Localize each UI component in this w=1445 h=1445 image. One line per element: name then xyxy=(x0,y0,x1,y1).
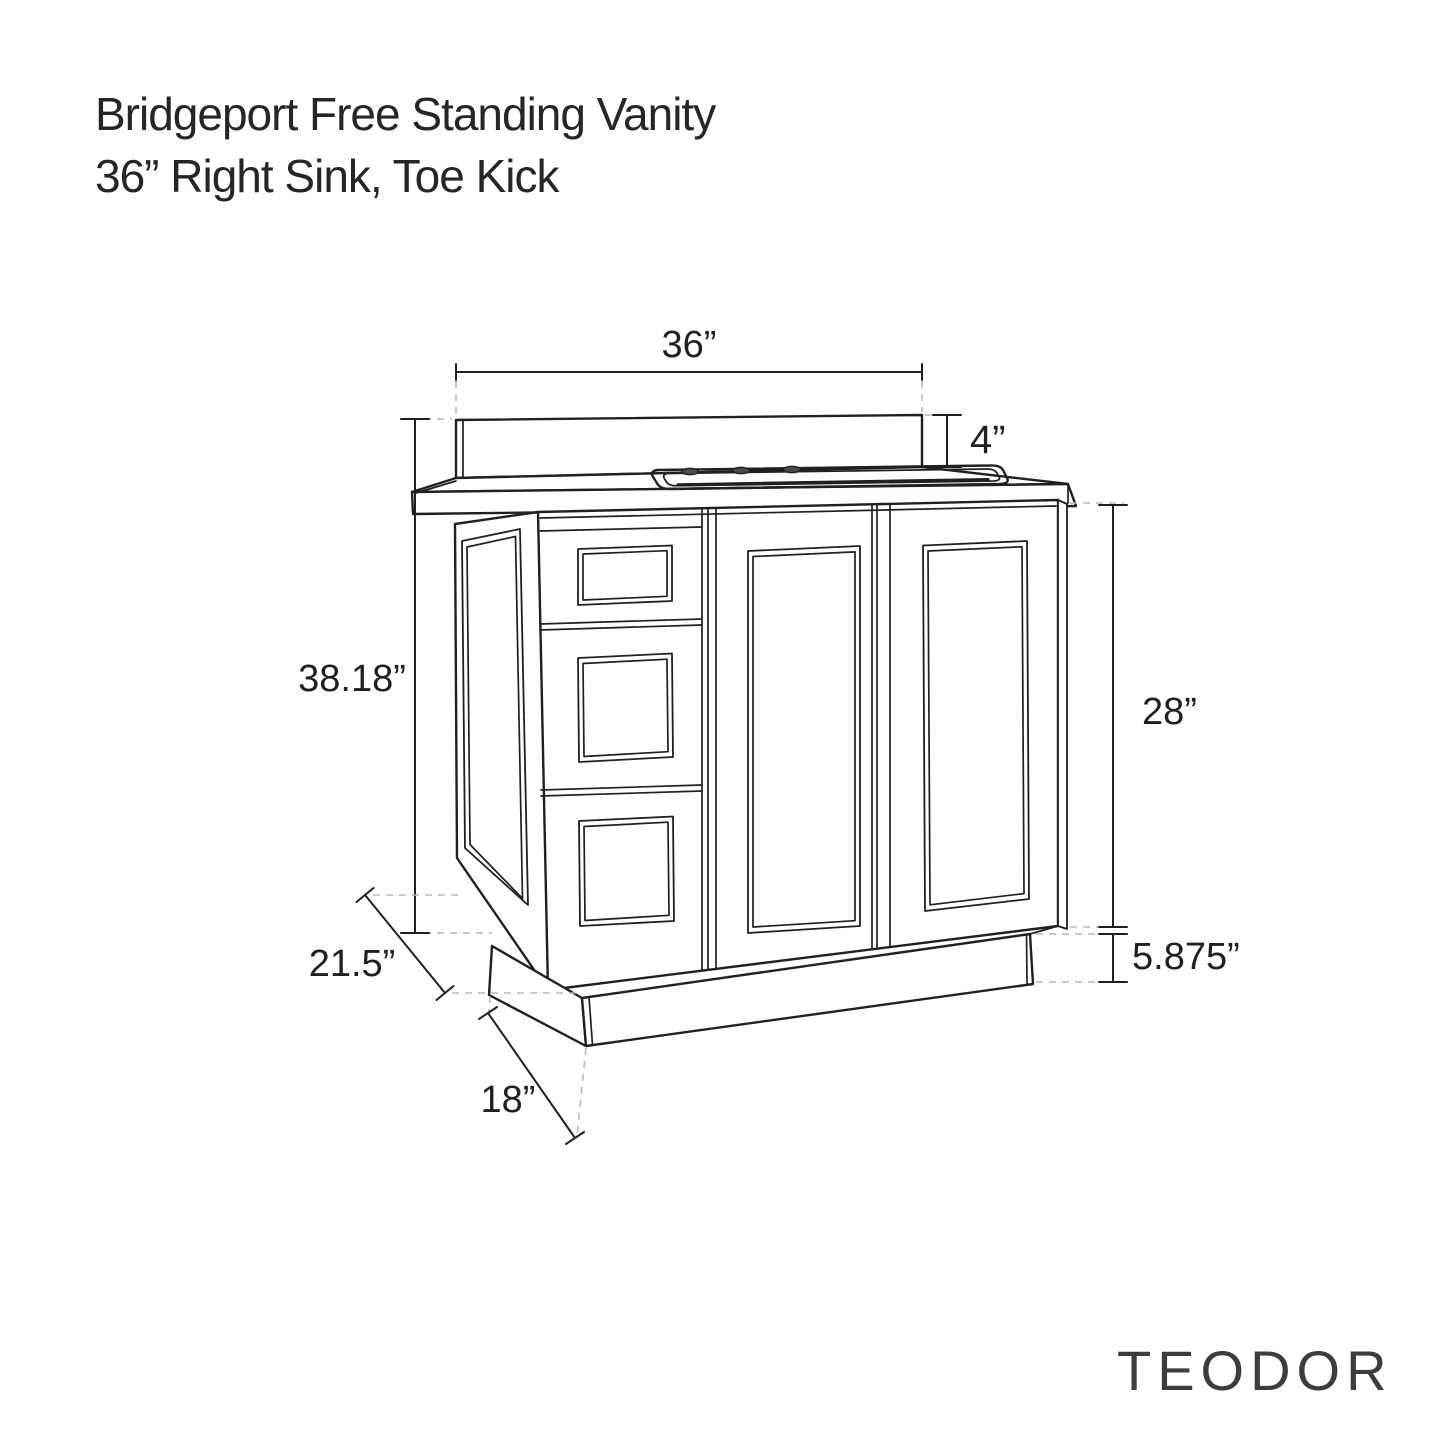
door-left-panel-bevel xyxy=(752,551,856,928)
drawer-divider2-b xyxy=(540,790,703,797)
page-title-line1: Bridgeport Free Standing Vanity xyxy=(95,88,716,140)
toe-kick xyxy=(487,925,1059,1048)
title-block: Bridgeport Free Standing Vanity 36” Righ… xyxy=(95,88,717,202)
door-left-panel xyxy=(747,545,861,934)
faucet-hole-center xyxy=(731,466,751,475)
page-title-line2: 36” Right Sink, Toe Kick xyxy=(95,150,560,202)
cabinet-height-dim-label: 28” xyxy=(1142,691,1197,733)
toe-kick-depth-tick-front xyxy=(565,1131,585,1145)
drawer3-panel-bevel xyxy=(583,821,670,922)
toe-kick-depth-tick-back xyxy=(478,1006,498,1020)
dimension-toe-kick-height: 5.875” xyxy=(1036,933,1240,983)
toe-kick-depth-dim-label: 18” xyxy=(481,1079,536,1121)
door-right-panel xyxy=(922,540,1030,912)
drawer2-panel xyxy=(577,652,674,763)
depth-dim-line xyxy=(364,894,446,994)
door-left xyxy=(747,545,861,934)
height-dim-label: 38.18” xyxy=(298,658,406,700)
drawer-divider1-a xyxy=(539,618,703,625)
sink-basin-shadow xyxy=(676,478,990,487)
dimension-overall-depth: 21.5” xyxy=(309,887,578,1001)
drawer-divider2-a xyxy=(540,784,703,791)
drawer-divider1-b xyxy=(539,624,703,631)
side-panel-recess-inner xyxy=(466,535,524,900)
backsplash-dim-label: 4” xyxy=(970,418,1006,462)
toe-kick-front-face xyxy=(580,932,1035,1048)
brand-logo: TEODOR xyxy=(1117,1339,1393,1402)
depth-tick-front xyxy=(435,985,455,1001)
cabinet-top-reveal-line xyxy=(539,505,1057,519)
toe-kick-left-corner-line xyxy=(588,996,594,1046)
faucet-hole-left xyxy=(680,467,700,476)
width-dim-label: 36” xyxy=(662,324,717,366)
drawer3-panel xyxy=(578,815,675,927)
toe-kick-depth-dim-line xyxy=(487,1012,576,1139)
sink-cutout-outer xyxy=(650,464,1009,491)
toe-kick-depth-guide-front xyxy=(576,1047,587,1137)
toe-kick-height-dim-label: 5.875” xyxy=(1132,936,1240,978)
dimension-backsplash-height: 4” xyxy=(925,414,1006,468)
toe-kick-depth-guide-back xyxy=(488,995,491,1013)
drawer1-panel xyxy=(577,544,673,606)
sink xyxy=(650,464,1009,491)
countertop-left-end-line xyxy=(415,480,457,494)
dimension-overall-width: 36” xyxy=(455,324,923,417)
door-right xyxy=(922,540,1030,912)
dimension-toe-kick-depth: 18” xyxy=(478,995,587,1145)
depth-dim-label: 21.5” xyxy=(309,943,396,985)
drawer2-panel-bevel xyxy=(582,658,669,758)
toe-kick-right-cap-line xyxy=(1025,933,1028,985)
faucet-hole-right xyxy=(782,465,802,474)
drawer-bank-top-rail xyxy=(539,526,703,532)
drawer-bank xyxy=(539,526,703,927)
door-right-panel-bevel xyxy=(927,545,1025,906)
toe-kick-to-box-corner-line xyxy=(1029,925,1059,935)
drawer1-panel-bevel xyxy=(582,549,668,601)
cabinet-side-panel xyxy=(453,510,550,992)
side-panel-outline xyxy=(453,510,550,992)
depth-tick-back xyxy=(355,887,375,903)
dimension-overall-height: 38.18” xyxy=(298,418,492,934)
cabinet-right-return xyxy=(1057,499,1068,930)
dimension-cabinet-height: 28” xyxy=(1070,502,1197,928)
vanity-drawing xyxy=(410,413,1078,1048)
side-panel-recess-outer xyxy=(461,528,529,906)
sink-cutout-inner xyxy=(662,468,1001,487)
